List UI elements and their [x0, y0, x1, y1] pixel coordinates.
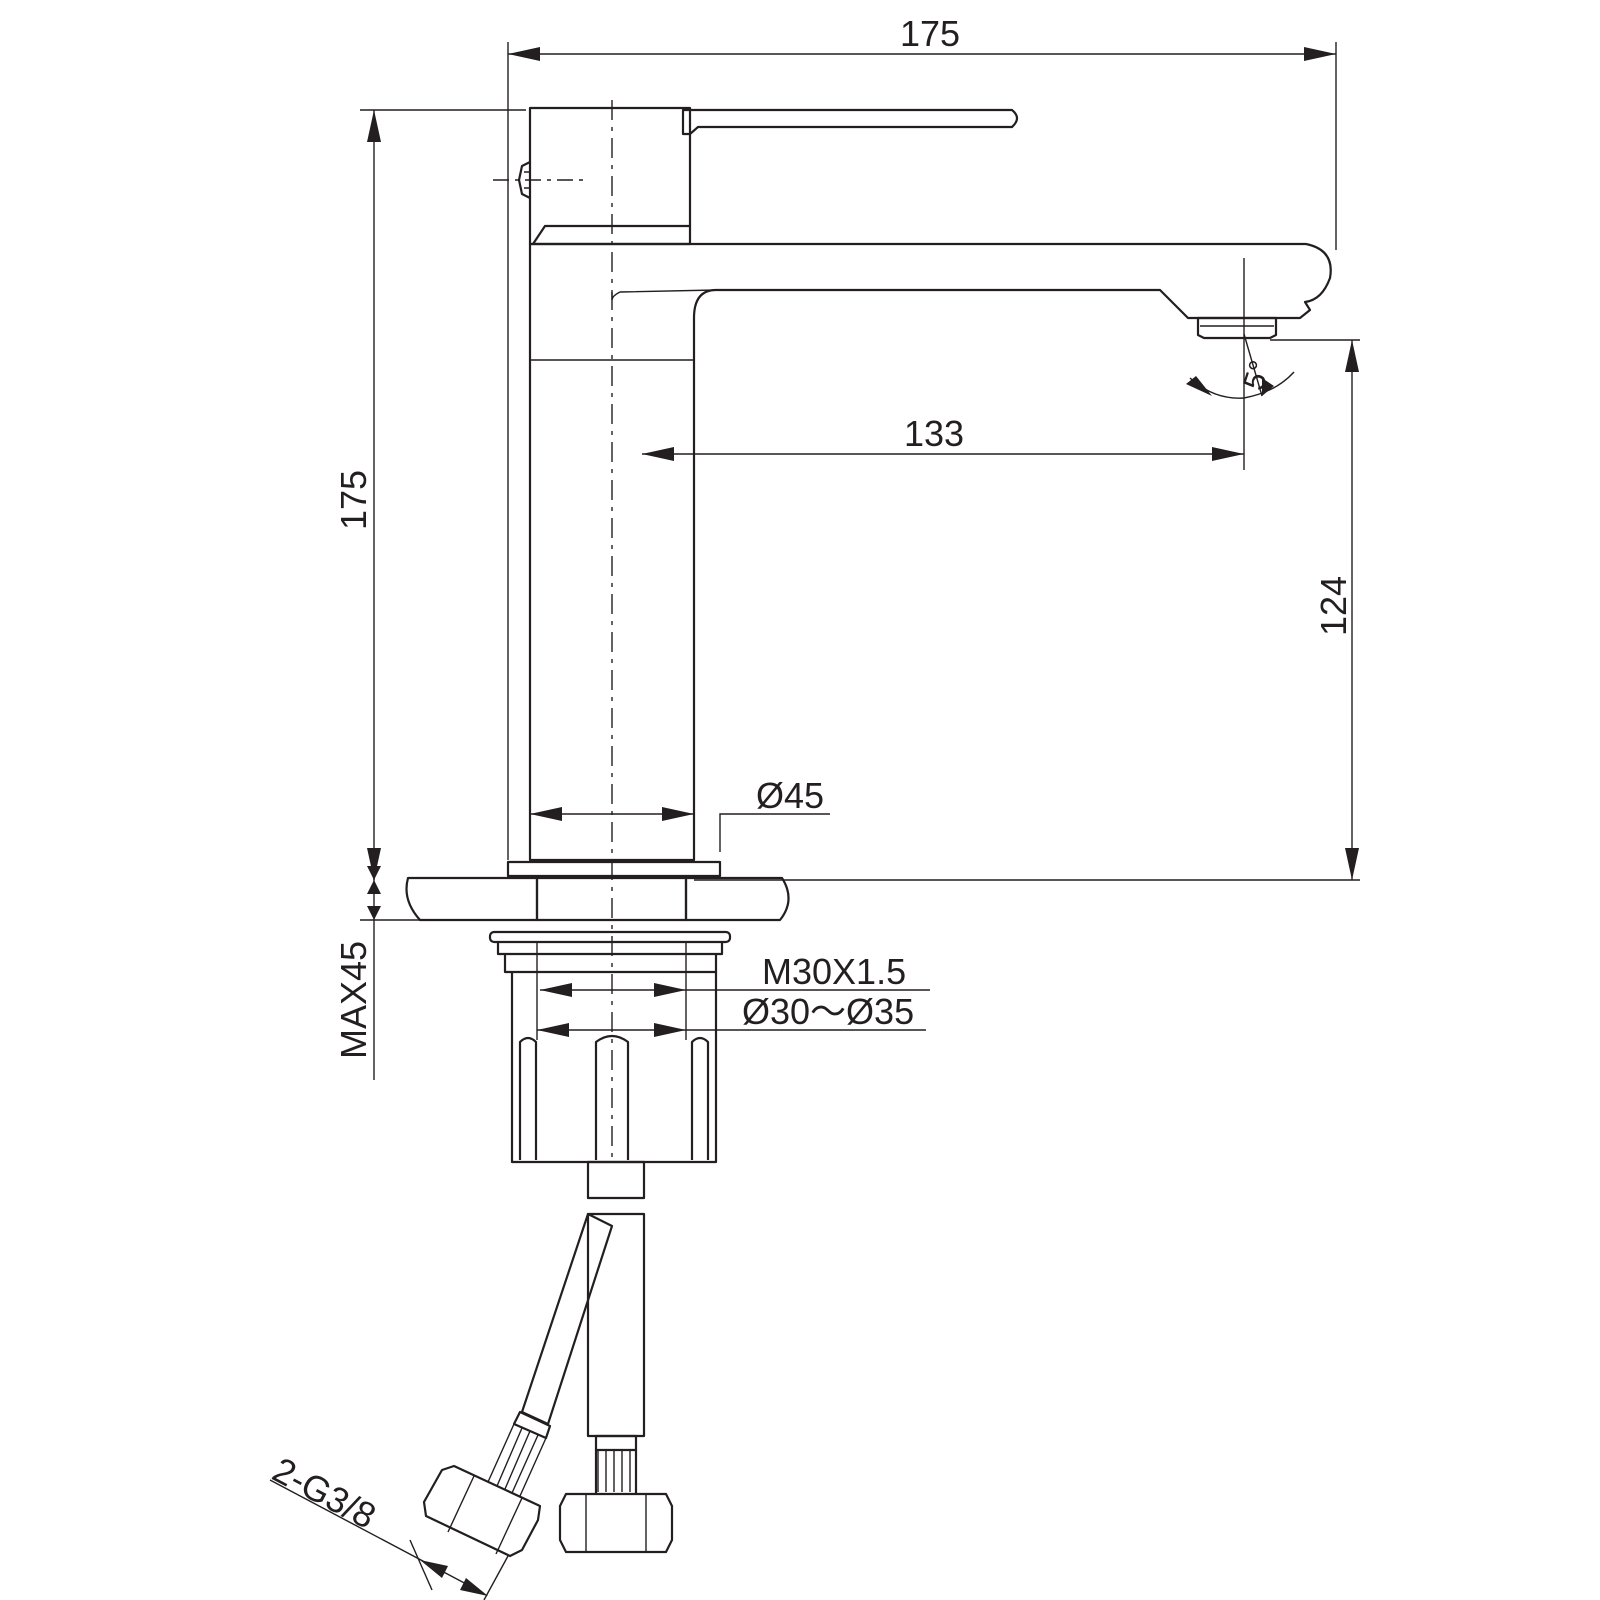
dim-body-diameter: Ø45: [530, 775, 830, 852]
dim-thread-label: M30X1.5: [762, 951, 906, 992]
dim-width-175: 175: [507, 13, 1337, 860]
dim-width-label: 175: [900, 13, 960, 54]
faucet-body: [506, 106, 1332, 878]
dim-height-175: 175: [333, 109, 526, 880]
hose-left: [422, 1212, 614, 1558]
dim-hole-range: Ø30～Ø35: [537, 991, 926, 1037]
dim-reach-label: 133: [904, 413, 964, 454]
dim-angle-5: 5°: [1186, 333, 1295, 399]
deck-section: [405, 876, 790, 922]
dim-thread: M30X1.5: [540, 951, 930, 997]
hose-right: [558, 1160, 674, 1554]
spout: [528, 242, 1332, 862]
dim-body-diameter-label: Ø45: [756, 775, 824, 816]
cartridge-housing: [528, 106, 692, 246]
mounting-hardware: [488, 930, 732, 1164]
hex-nut-right: [558, 1492, 674, 1554]
dim-connector: 2-G3/8: [266, 1449, 509, 1600]
dim-connector-label: 2-G3/8: [266, 1449, 382, 1537]
dim-height-label: 175: [333, 470, 374, 530]
threaded-shank: [535, 876, 688, 922]
dim-reach-133: 133: [642, 258, 1245, 470]
dim-deck-max-label: MAX45: [333, 941, 374, 1059]
aerator: [1196, 316, 1278, 340]
dim-spout-height-label: 124: [1313, 576, 1354, 636]
handle-lever: [681, 108, 1019, 136]
dim-deck-max: MAX45: [333, 860, 420, 1080]
dim-hole-range-label: Ø30～Ø35: [742, 991, 914, 1032]
dim-spout-height-124: 124: [694, 339, 1360, 881]
hex-nut-left: [422, 1464, 542, 1558]
base-flange: [506, 860, 722, 878]
